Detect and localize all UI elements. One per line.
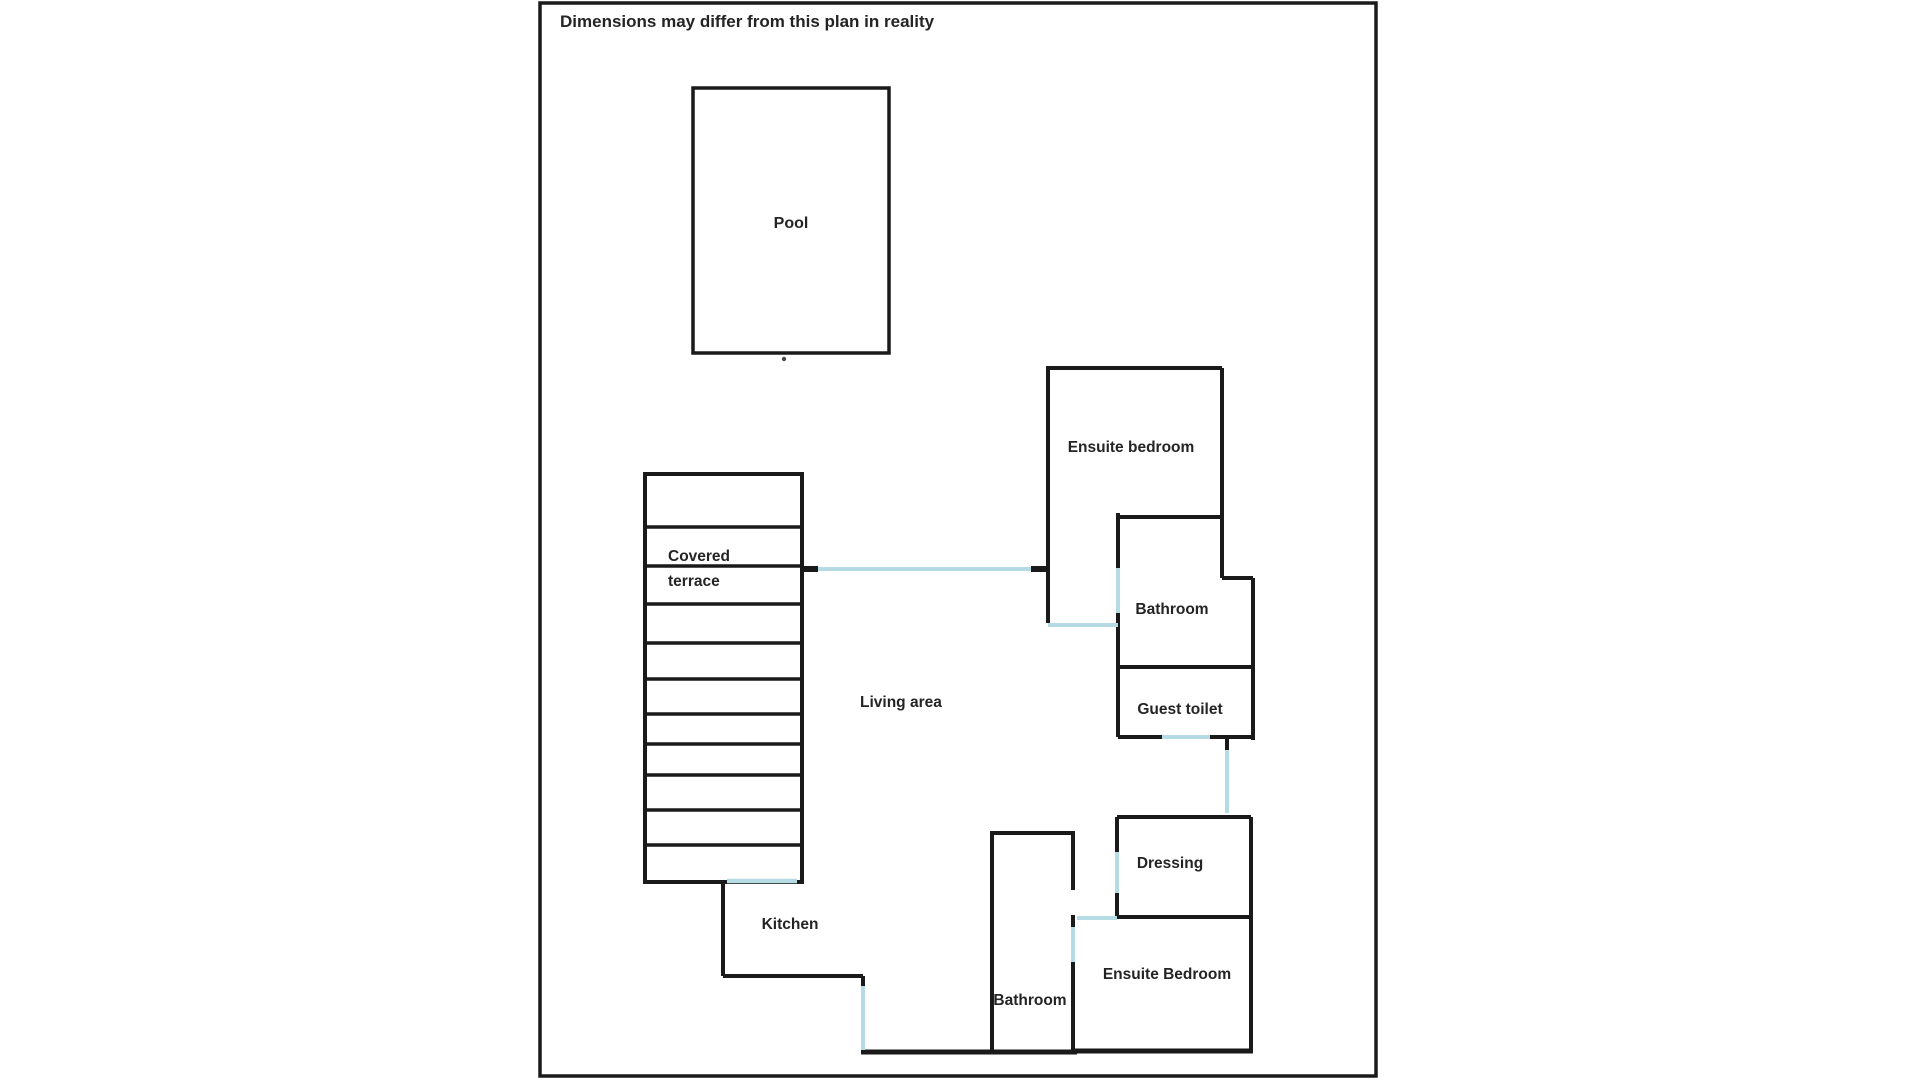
room-label-dressing: Dressing (1137, 855, 1203, 872)
room-label-covered-line1: Covered (668, 548, 730, 565)
room-outline-pool (691, 86, 891, 355)
room-label-bathroom-bottom: Bathroom (993, 992, 1066, 1009)
room-label-ensuite-bedroom-top: Ensuite bedroom (1068, 439, 1195, 456)
room-label-bathroom-top: Bathroom (1135, 601, 1208, 618)
room-label-covered-line2: terrace (668, 573, 720, 590)
room-label-guest-toilet: Guest toilet (1137, 701, 1222, 718)
room-label-living-area: Living area (860, 694, 942, 711)
room-label-pool: Pool (774, 215, 809, 232)
room-label-kitchen: Kitchen (762, 916, 819, 933)
plan-mark-pool-dot (781, 356, 787, 362)
room-label-ensuite-bedroom-bottom: Ensuite Bedroom (1103, 966, 1231, 983)
room-outline-plan-border (538, 1, 1378, 1078)
room-label-disclaimer: Dimensions may differ from this plan in … (560, 12, 935, 31)
